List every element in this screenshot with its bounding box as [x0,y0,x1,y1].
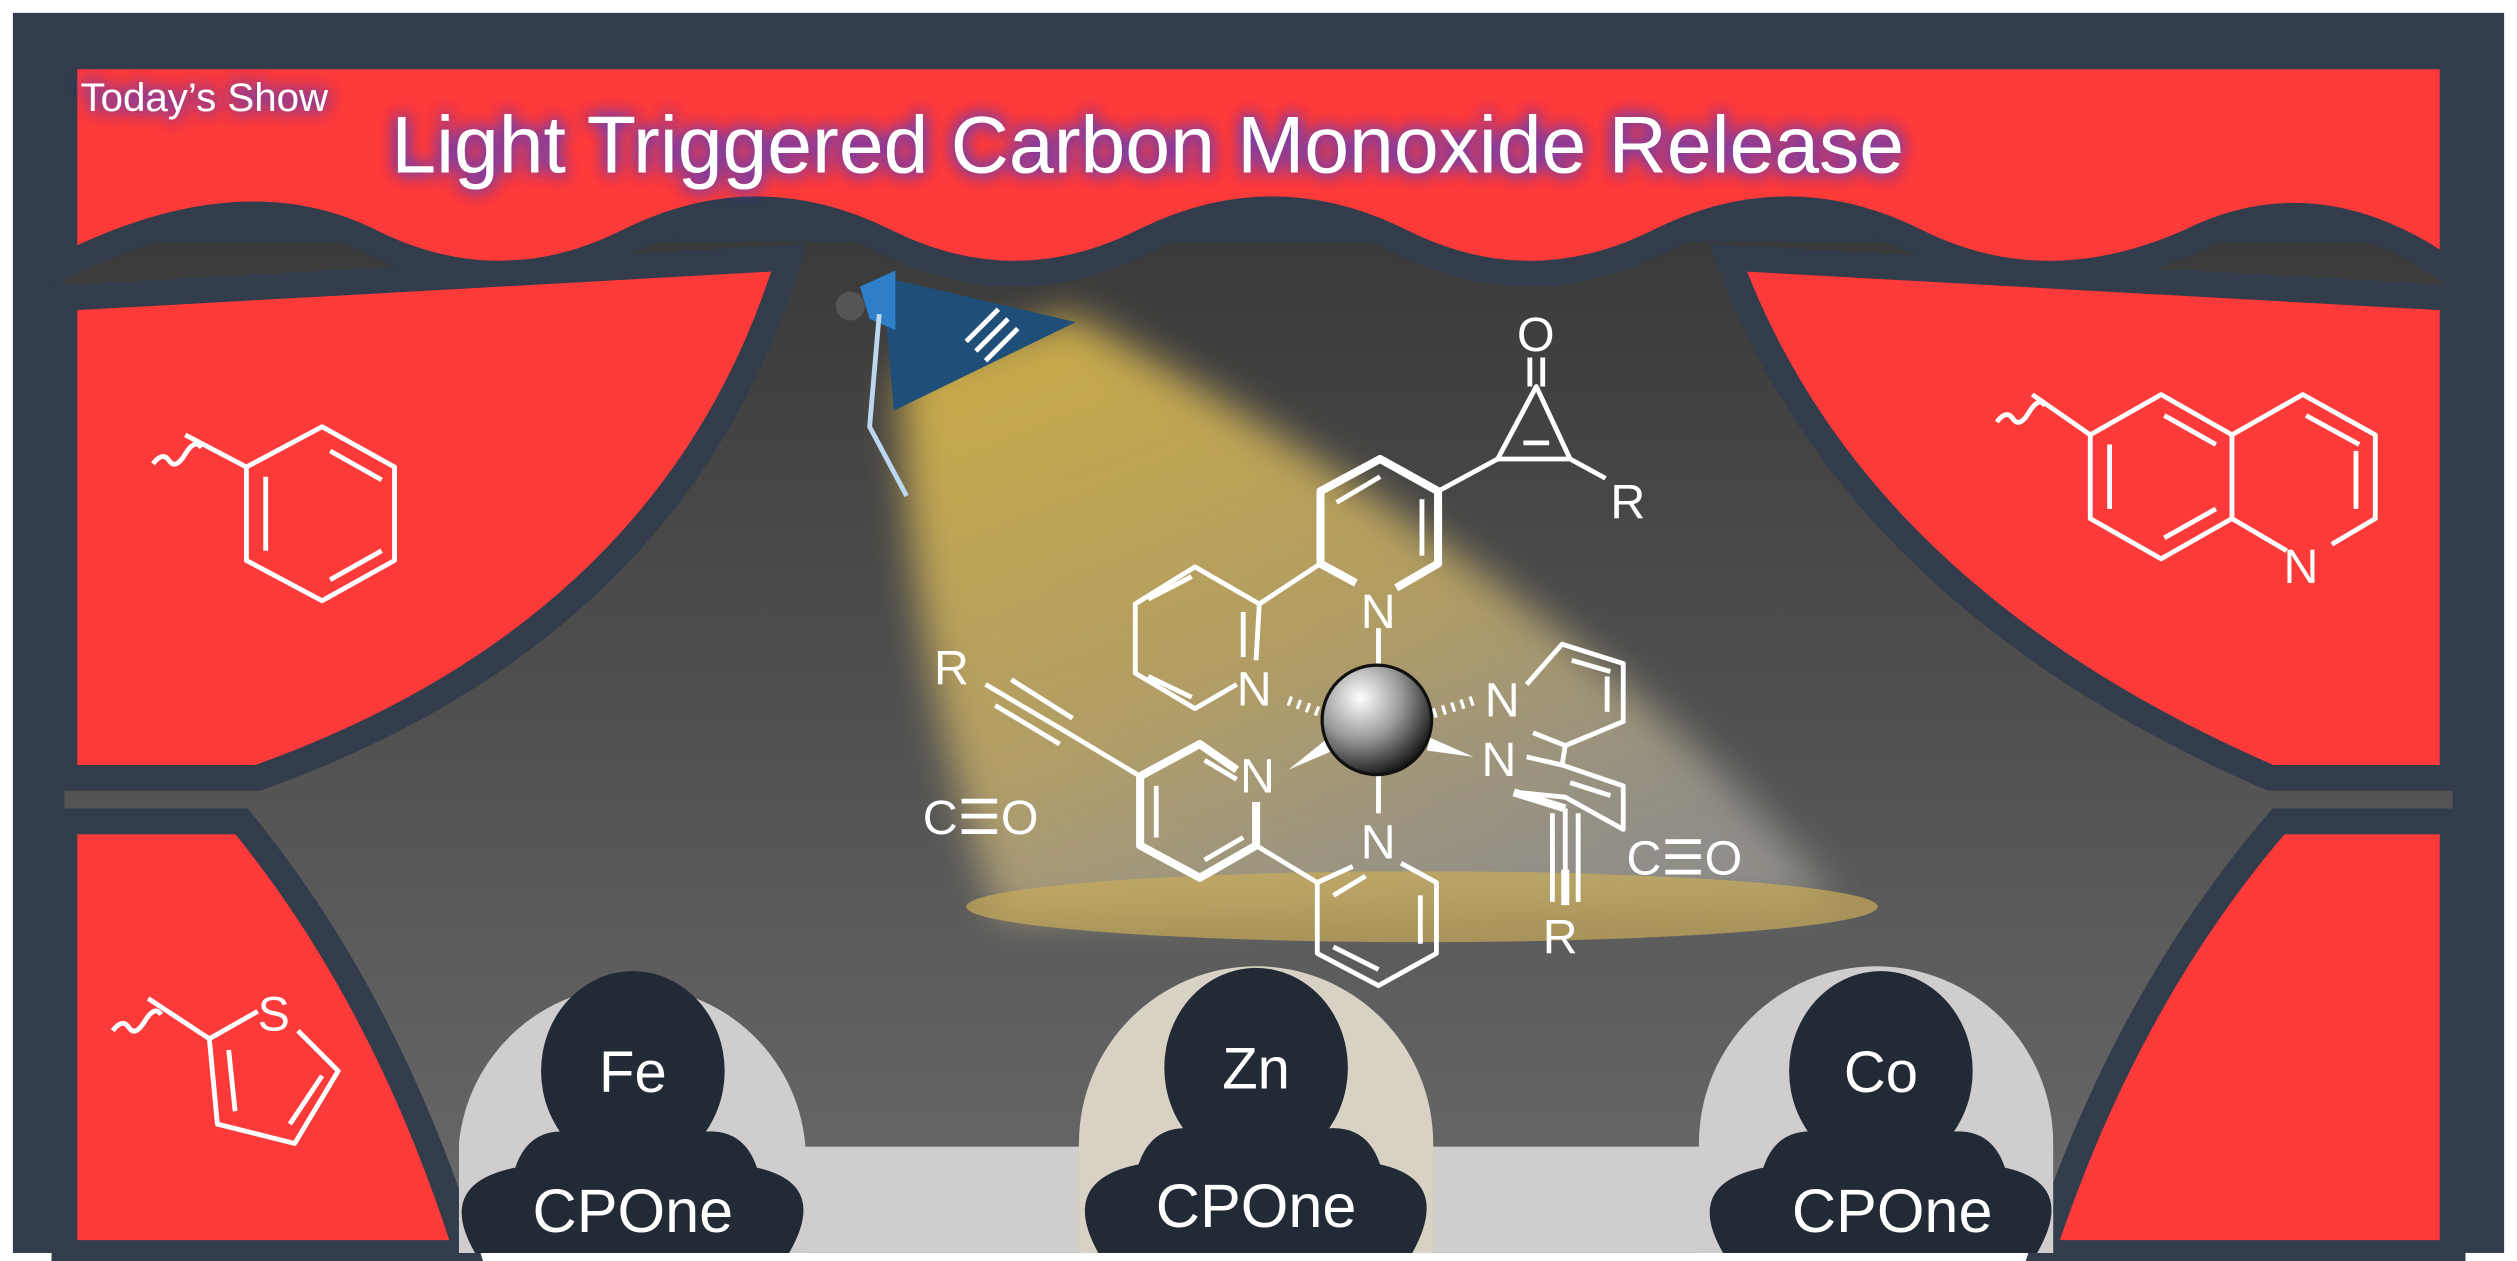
atom-n-lower-right: N [1482,733,1517,787]
metal-symbol-co: Co [1844,1041,1918,1105]
metal-character-fe: Fe CPOne [458,971,806,1253]
atom-o: O [1517,308,1555,362]
phenyl-substituent [151,424,397,604]
metal-center-sphere [1320,663,1434,777]
carbon-monoxide-left: C☰O [923,791,1039,845]
metal-character-co: Co CPOne [1698,966,2054,1253]
cpone-label-fe: CPOne [533,1177,734,1245]
cpone-label-zn: CPOne [1156,1172,1357,1240]
left-lower-curtain [51,808,484,1261]
page-title: Light Triggered Carbon Monoxide Release [391,100,1904,190]
left-upper-curtain [51,243,807,791]
metal-symbol-zn: Zn [1222,1038,1290,1102]
atom-r-bottom: R [1543,910,1578,964]
atom-n-bottom: N [1361,815,1396,869]
subtitle: Today’s Show [81,75,330,120]
atom-n-top: N [1361,585,1396,639]
spotlight-beam [901,314,1836,918]
terpyridine-complex [984,357,1626,989]
thiophene-sulfur: S [258,988,290,1042]
carbon-monoxide-right: C☰O [1626,831,1742,885]
atom-n-upper-left: N [1237,662,1272,716]
quinoline-substituent [1994,392,2378,562]
metal-symbol-fe: Fe [599,1041,667,1105]
atom-r-left: R [934,641,969,695]
atom-n-upper-right: N [1485,674,1520,728]
cpone-label-co: CPOne [1792,1177,1993,1245]
atom-r-top: R [1610,476,1645,530]
atom-n-lower-left: N [1240,749,1275,803]
quinoline-nitrogen: N [2283,540,2318,594]
spotlight-lamp-icon [835,270,1076,498]
thiophene-substituent [110,996,341,1146]
metal-character-zn: Zn CPOne [1078,966,1434,1253]
right-lower-curtain [2025,808,2466,1261]
